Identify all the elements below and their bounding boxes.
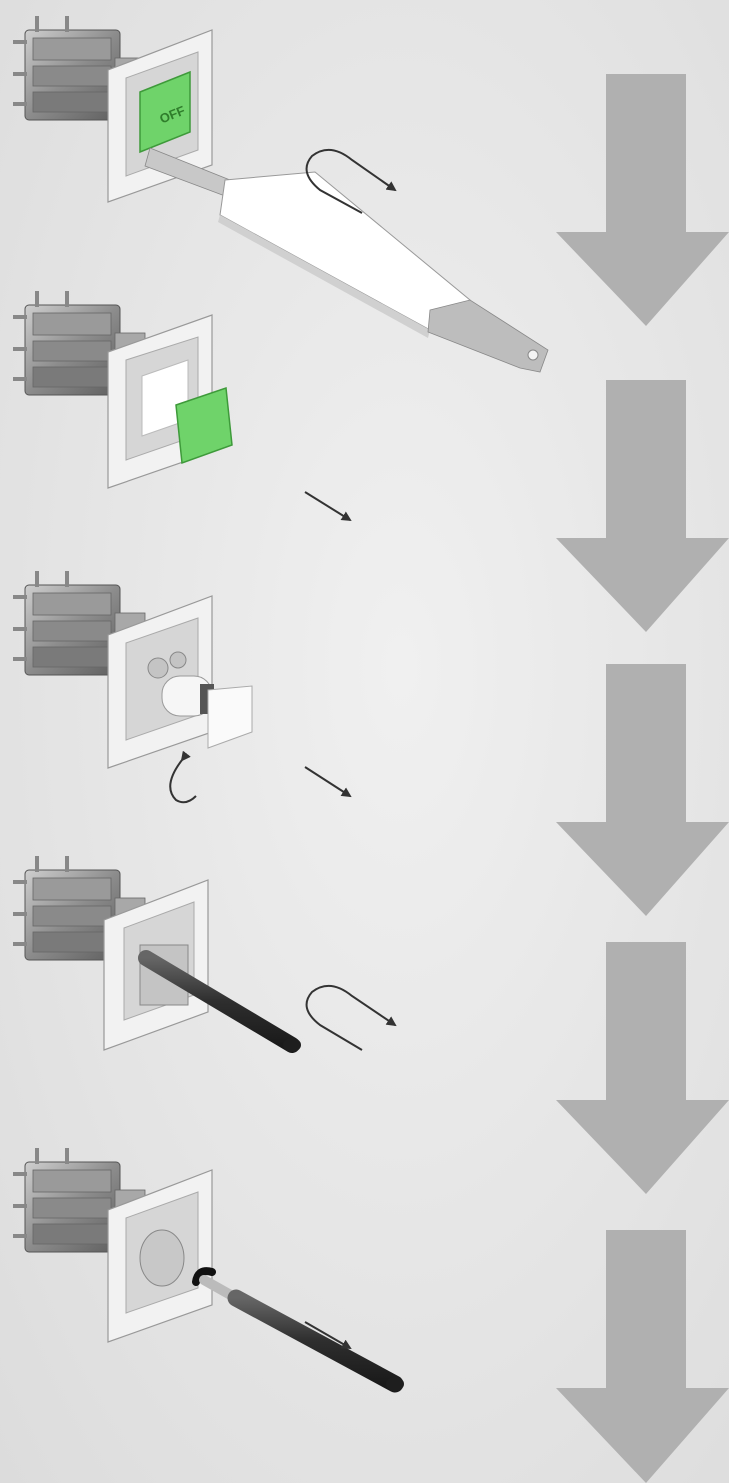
green-lens-icon xyxy=(139,70,191,154)
flat-key-tool-icon xyxy=(219,171,471,331)
step-5-illustration xyxy=(12,1147,404,1393)
step-2-illustration xyxy=(12,290,352,522)
dark-rod-tool-icon xyxy=(138,950,300,1053)
step-arrow-2 xyxy=(556,380,729,632)
step-arrow-4 xyxy=(556,942,729,1194)
step-3-illustration xyxy=(12,570,352,804)
step-arrow-5 xyxy=(556,1230,729,1483)
step-4-illustration xyxy=(12,855,397,1053)
bent-rod-tool-icon xyxy=(227,1289,404,1393)
step-arrow-1 xyxy=(556,74,729,326)
green-lens-removed-icon xyxy=(175,386,233,465)
direction-arrow-icon-3 xyxy=(304,1321,352,1350)
pull-out-arrow-icon xyxy=(305,149,397,214)
direction-arrow-icon-2 xyxy=(304,766,352,798)
rotate-arrow-icon xyxy=(169,750,197,804)
step-arrow-3 xyxy=(556,664,729,916)
pull-out-arrow-icon-2 xyxy=(305,985,397,1051)
direction-arrow-icon xyxy=(304,491,352,522)
step-1-illustration: OFF xyxy=(12,15,549,373)
